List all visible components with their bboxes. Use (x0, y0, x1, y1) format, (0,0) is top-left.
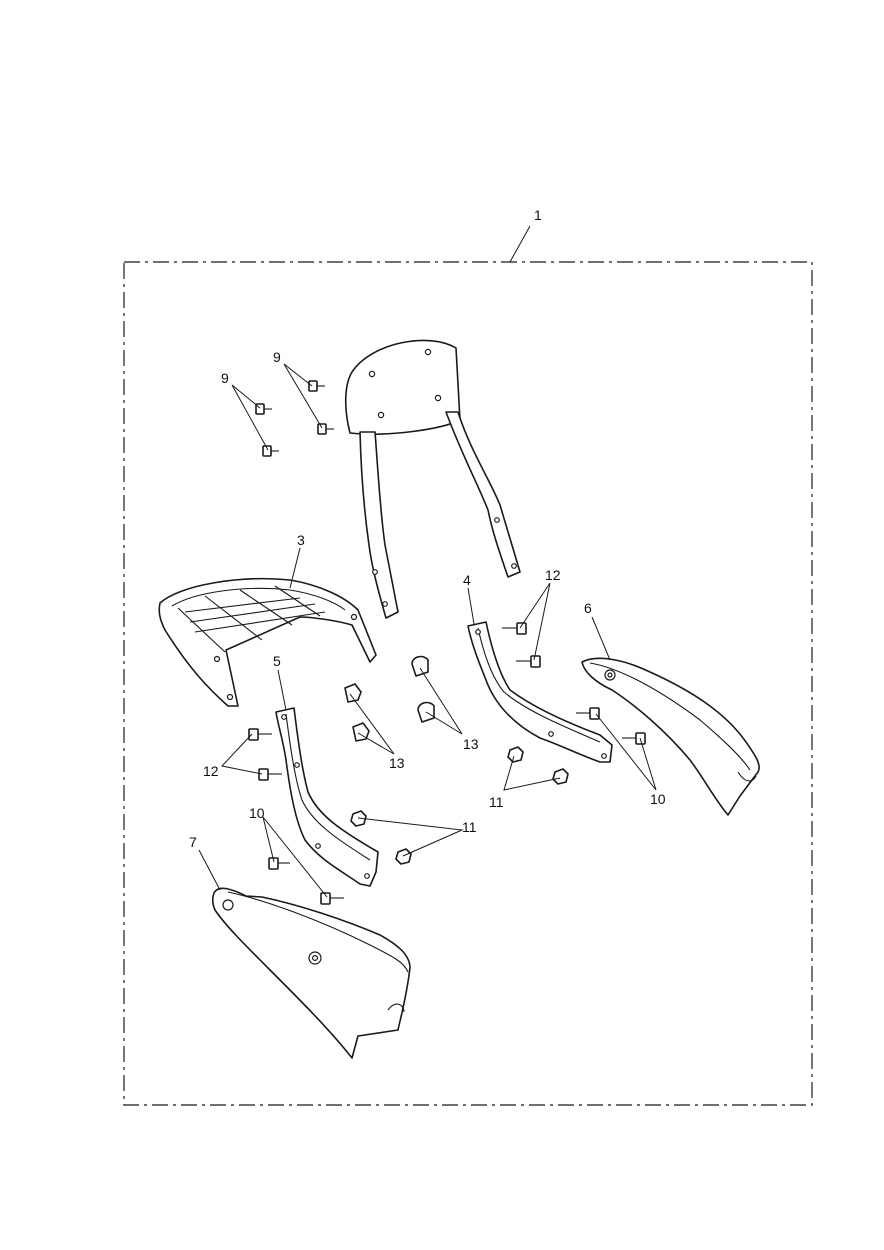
dome-nuts-13 (344, 655, 435, 742)
callout-3: 3 (297, 532, 305, 548)
kit-boundary-frame (123, 261, 813, 1106)
bolt (308, 380, 325, 392)
bolt (320, 892, 344, 905)
callout-13-right: 13 (463, 736, 479, 752)
bolt (262, 445, 279, 457)
callout-9-upper: 9 (273, 349, 281, 365)
side-cover-right (581, 657, 760, 816)
callout-labels: 1 3 4 5 6 7 9 9 12 12 10 10 11 11 13 13 (189, 207, 666, 850)
callout-12-right: 12 (545, 567, 561, 583)
callout-10-right: 10 (650, 791, 666, 807)
dome-nut (411, 655, 429, 677)
callout-12-left: 12 (203, 763, 219, 779)
callout-10-left: 10 (249, 805, 265, 821)
bolt (255, 403, 272, 415)
dome-nut (352, 722, 370, 742)
backrest-assembly (344, 339, 521, 619)
callout-13-left: 13 (389, 755, 405, 771)
callout-5: 5 (273, 653, 281, 669)
nut (395, 848, 412, 865)
bolt (502, 622, 527, 635)
callout-1: 1 (534, 207, 542, 223)
bolt (248, 728, 272, 741)
bolt (516, 655, 541, 668)
bracket-left (275, 707, 379, 887)
callout-4: 4 (463, 572, 471, 588)
callout-11-left: 11 (462, 819, 477, 835)
bolt (268, 857, 290, 870)
bracket-right (467, 621, 613, 763)
nut (507, 746, 524, 763)
bolt (317, 423, 334, 435)
luggage-rack (158, 577, 377, 707)
callout-11-right: 11 (489, 794, 504, 810)
bolt (258, 768, 282, 781)
callout-6: 6 (584, 600, 592, 616)
bolt (576, 707, 600, 720)
nuts-11 (350, 746, 569, 865)
dome-nut (344, 683, 362, 703)
leader-lines (198, 225, 657, 898)
nut (552, 768, 569, 785)
callout-9-lower: 9 (221, 370, 229, 386)
bolts-9 (255, 380, 334, 457)
bolts-10 (268, 707, 646, 905)
callout-7: 7 (189, 834, 197, 850)
side-cover-left (211, 887, 411, 1059)
bolts-12 (248, 622, 541, 781)
